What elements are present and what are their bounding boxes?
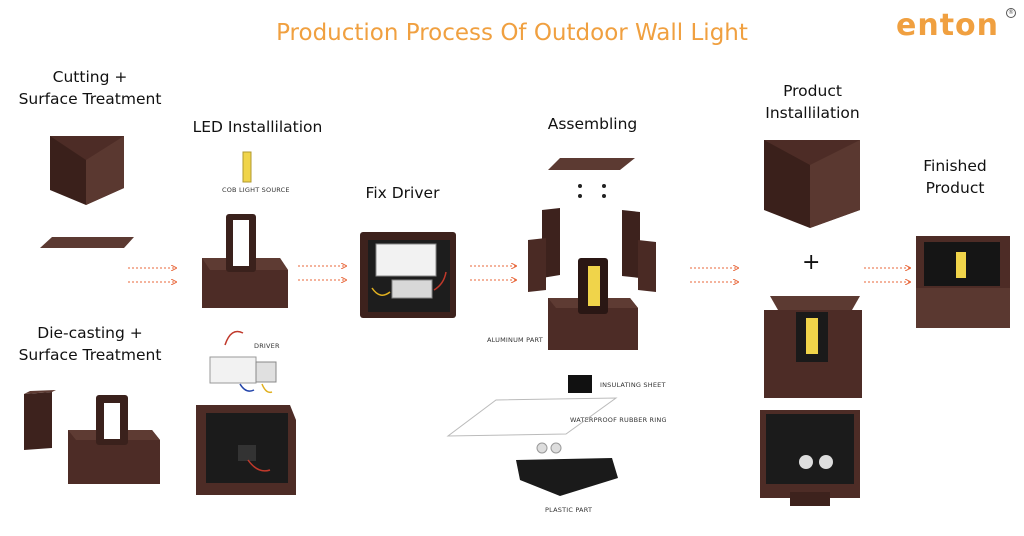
assembly-top-plate	[548, 158, 635, 170]
fixed-driver-housing	[360, 232, 456, 318]
heading-assembling: Assembling	[547, 115, 638, 133]
heading-diecasting: Die-casting + Surface Treatment	[18, 324, 162, 364]
cob-chip	[242, 151, 252, 183]
install-shell	[764, 140, 860, 228]
label-insulating-sheet: INSULATING SHEET	[600, 381, 666, 389]
diecast-side-panel	[24, 390, 56, 450]
heading-product-installation: Product Installilation	[765, 82, 860, 122]
assembly-screws	[578, 184, 606, 198]
label-waterproof-rubber-ring: WATERPROOF RUBBER RING	[570, 416, 667, 424]
heading-cutting: Cutting + Surface Treatment	[18, 68, 162, 108]
assembly-aluminum-base	[548, 258, 638, 350]
label-plastic-part: PLASTIC PART	[545, 506, 593, 514]
label-aluminum-part: ALUMINUM PART	[487, 336, 543, 344]
page-title: Production Process Of Outdoor Wall Light	[276, 20, 748, 46]
install-body	[764, 296, 862, 398]
install-bottom-view	[760, 410, 860, 506]
plus-sign: +	[802, 250, 821, 275]
rubber-ring	[446, 397, 618, 437]
cut-top-plate	[40, 237, 134, 248]
insulating-sheet	[568, 375, 592, 393]
heading-fix-driver: Fix Driver	[365, 184, 440, 202]
label-driver: DRIVER	[254, 342, 280, 350]
heading-led-installation: LED Installilation	[192, 118, 323, 136]
plastic-part-tray	[516, 442, 618, 496]
finished-product-lamp	[916, 236, 1010, 328]
registered-mark: ®	[1006, 8, 1016, 18]
brand-logo: enton	[896, 8, 1000, 43]
driver-module	[209, 330, 277, 394]
assembly-right-panels	[622, 210, 656, 292]
heading-finished-product: Finished Product	[923, 157, 987, 197]
diecast-base-body	[68, 395, 160, 484]
label-cob-light-source: COB LIGHT SOURCE	[222, 186, 290, 194]
process-arrows	[128, 266, 910, 282]
assembly-left-panels	[528, 208, 560, 292]
led-base-body	[202, 214, 288, 308]
cut-shell-part	[50, 136, 124, 205]
housing-interior	[196, 405, 296, 495]
